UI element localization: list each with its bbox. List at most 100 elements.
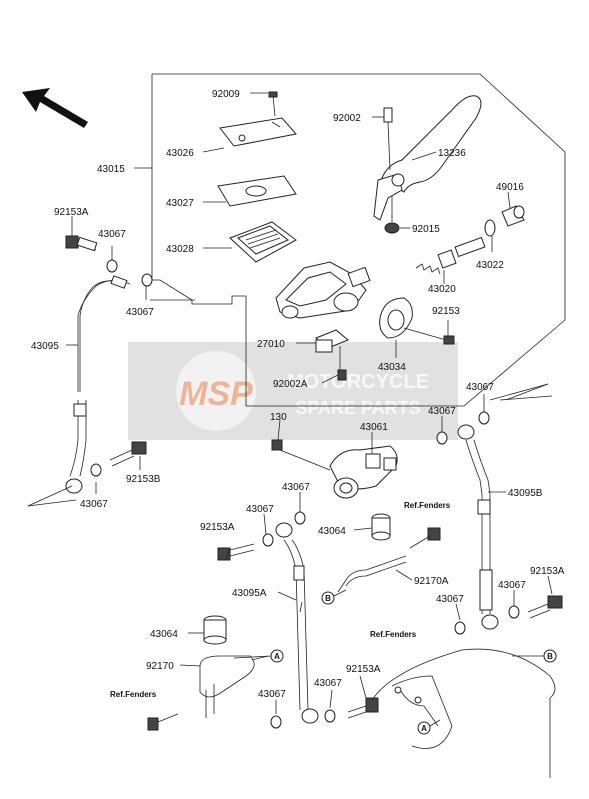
screw-92009 — [268, 91, 278, 117]
label-27010: 27010 — [257, 339, 285, 350]
label-43067-right-mid: 43067 — [436, 594, 464, 605]
washer-k — [270, 715, 282, 729]
watermark-line2: SPARE PARTS — [295, 398, 420, 418]
bolt-92153B — [109, 441, 147, 467]
label-43095: 43095 — [31, 341, 59, 352]
bolt-bottom — [347, 697, 379, 719]
reservoir-cap — [219, 117, 297, 147]
washer-c — [90, 463, 102, 477]
brake-lever — [373, 95, 482, 221]
label-43028: 43028 — [166, 244, 194, 255]
plate — [217, 175, 297, 207]
washer-b — [141, 273, 153, 287]
nut-92015 — [384, 196, 400, 234]
joint-43061 — [329, 445, 398, 499]
bolt-fender-lower — [147, 713, 179, 731]
bolt-mid-left — [217, 543, 255, 561]
marker-a-left-label: A — [274, 652, 280, 661]
hose-43095 — [65, 275, 131, 494]
label-43067-center: 43067 — [246, 504, 274, 515]
screw-92002A — [337, 369, 347, 381]
label-43067-bottom: 43067 — [314, 678, 342, 689]
label-43067-mid-right: 43067 — [428, 406, 456, 417]
watermark: MSP MOTORCYCLE SPARE PARTS — [128, 342, 458, 440]
marker-b-right-label: B — [547, 652, 553, 661]
label-49016: 49016 — [496, 182, 524, 193]
washer-f — [478, 411, 490, 425]
label-43064-lower: 43064 — [150, 629, 178, 640]
grommet-upper — [371, 513, 391, 541]
markers: A A B B — [270, 591, 557, 735]
master-cylinder-body — [275, 261, 371, 319]
reference-labels: Ref.Fenders Ref.Fenders Ref.Fenders — [110, 501, 451, 699]
label-92153A-mid: 92153A — [200, 522, 235, 533]
label-92015: 92015 — [412, 224, 440, 235]
label-43015: 43015 — [97, 164, 125, 175]
label-43067-left-bottom: 43067 — [80, 499, 108, 510]
piston-kit — [415, 236, 486, 275]
label-92009: 92009 — [212, 89, 240, 100]
clip-92170 — [199, 655, 269, 718]
marker-a-right-label: A — [421, 724, 427, 733]
screw-92002 — [383, 107, 393, 171]
leader-lines — [27, 92, 553, 727]
washer-e — [294, 511, 306, 525]
group-outline — [151, 73, 566, 407]
ref-fenders-right: Ref.Fenders — [370, 630, 417, 639]
label-92153B: 92153B — [126, 474, 161, 485]
bolt-right-lower — [527, 595, 563, 619]
washer-h — [454, 621, 466, 635]
label-92002A: 92002A — [273, 379, 308, 390]
watermark-line1: MOTORCYCLE — [287, 371, 429, 393]
label-43067-right-low: 43067 — [498, 580, 526, 591]
label-43026: 43026 — [166, 148, 194, 159]
label-43067-second: 43067 — [126, 307, 154, 318]
bolt-130 — [271, 439, 331, 471]
hose-43095B — [457, 424, 499, 630]
label-43034: 43034 — [378, 362, 406, 373]
clamp — [379, 297, 413, 339]
bolt-fender-upper — [409, 527, 441, 549]
label-43022: 43022 — [476, 260, 504, 271]
marker-b-left-label: B — [325, 594, 331, 603]
label-43020: 43020 — [428, 284, 456, 295]
marker-b-right — [543, 649, 557, 663]
marker-b-left — [321, 591, 335, 605]
label-43067-mid: 43067 — [282, 482, 310, 493]
watermark-logo: MSP — [179, 375, 253, 413]
diaphragm — [229, 221, 297, 263]
label-13236: 13236 — [438, 148, 466, 159]
label-43061: 43061 — [360, 422, 388, 433]
label-43027: 43027 — [166, 198, 194, 209]
label-43095A: 43095A — [232, 588, 267, 599]
washer-j — [324, 709, 336, 723]
washer-g — [508, 605, 520, 619]
label-43067-top: 43067 — [98, 229, 126, 240]
label-43064-upper: 43064 — [318, 526, 346, 537]
label-92153A-right: 92153A — [530, 566, 565, 577]
label-92153A-top: 92153A — [54, 207, 89, 218]
front-direction-arrow — [22, 88, 88, 128]
clip-92170A — [337, 555, 407, 593]
label-43095B: 43095B — [508, 488, 543, 499]
marker-a-left — [270, 649, 284, 663]
bolt-92153 — [403, 327, 455, 345]
washer-i — [262, 533, 274, 547]
watermark-logo-circle — [176, 351, 256, 431]
label-92153A-bottom: 92153A — [346, 664, 381, 675]
hose-43095A — [275, 522, 319, 724]
fender — [371, 648, 556, 778]
label-92002: 92002 — [333, 113, 361, 124]
cap-49016 — [501, 205, 525, 227]
marker-a-right — [417, 721, 431, 735]
label-92170A: 92170A — [414, 576, 449, 587]
boot-43022 — [484, 219, 496, 237]
label-130: 130 — [270, 412, 287, 423]
label-43067-right-top: 43067 — [466, 382, 494, 393]
washer-d — [436, 431, 448, 445]
part-labels: 92009 92002 43015 43026 13236 43027 4901… — [31, 89, 565, 700]
ref-fenders-lower: Ref.Fenders — [110, 690, 157, 699]
label-43067-bottom-left: 43067 — [258, 689, 286, 700]
label-92153: 92153 — [432, 306, 460, 317]
